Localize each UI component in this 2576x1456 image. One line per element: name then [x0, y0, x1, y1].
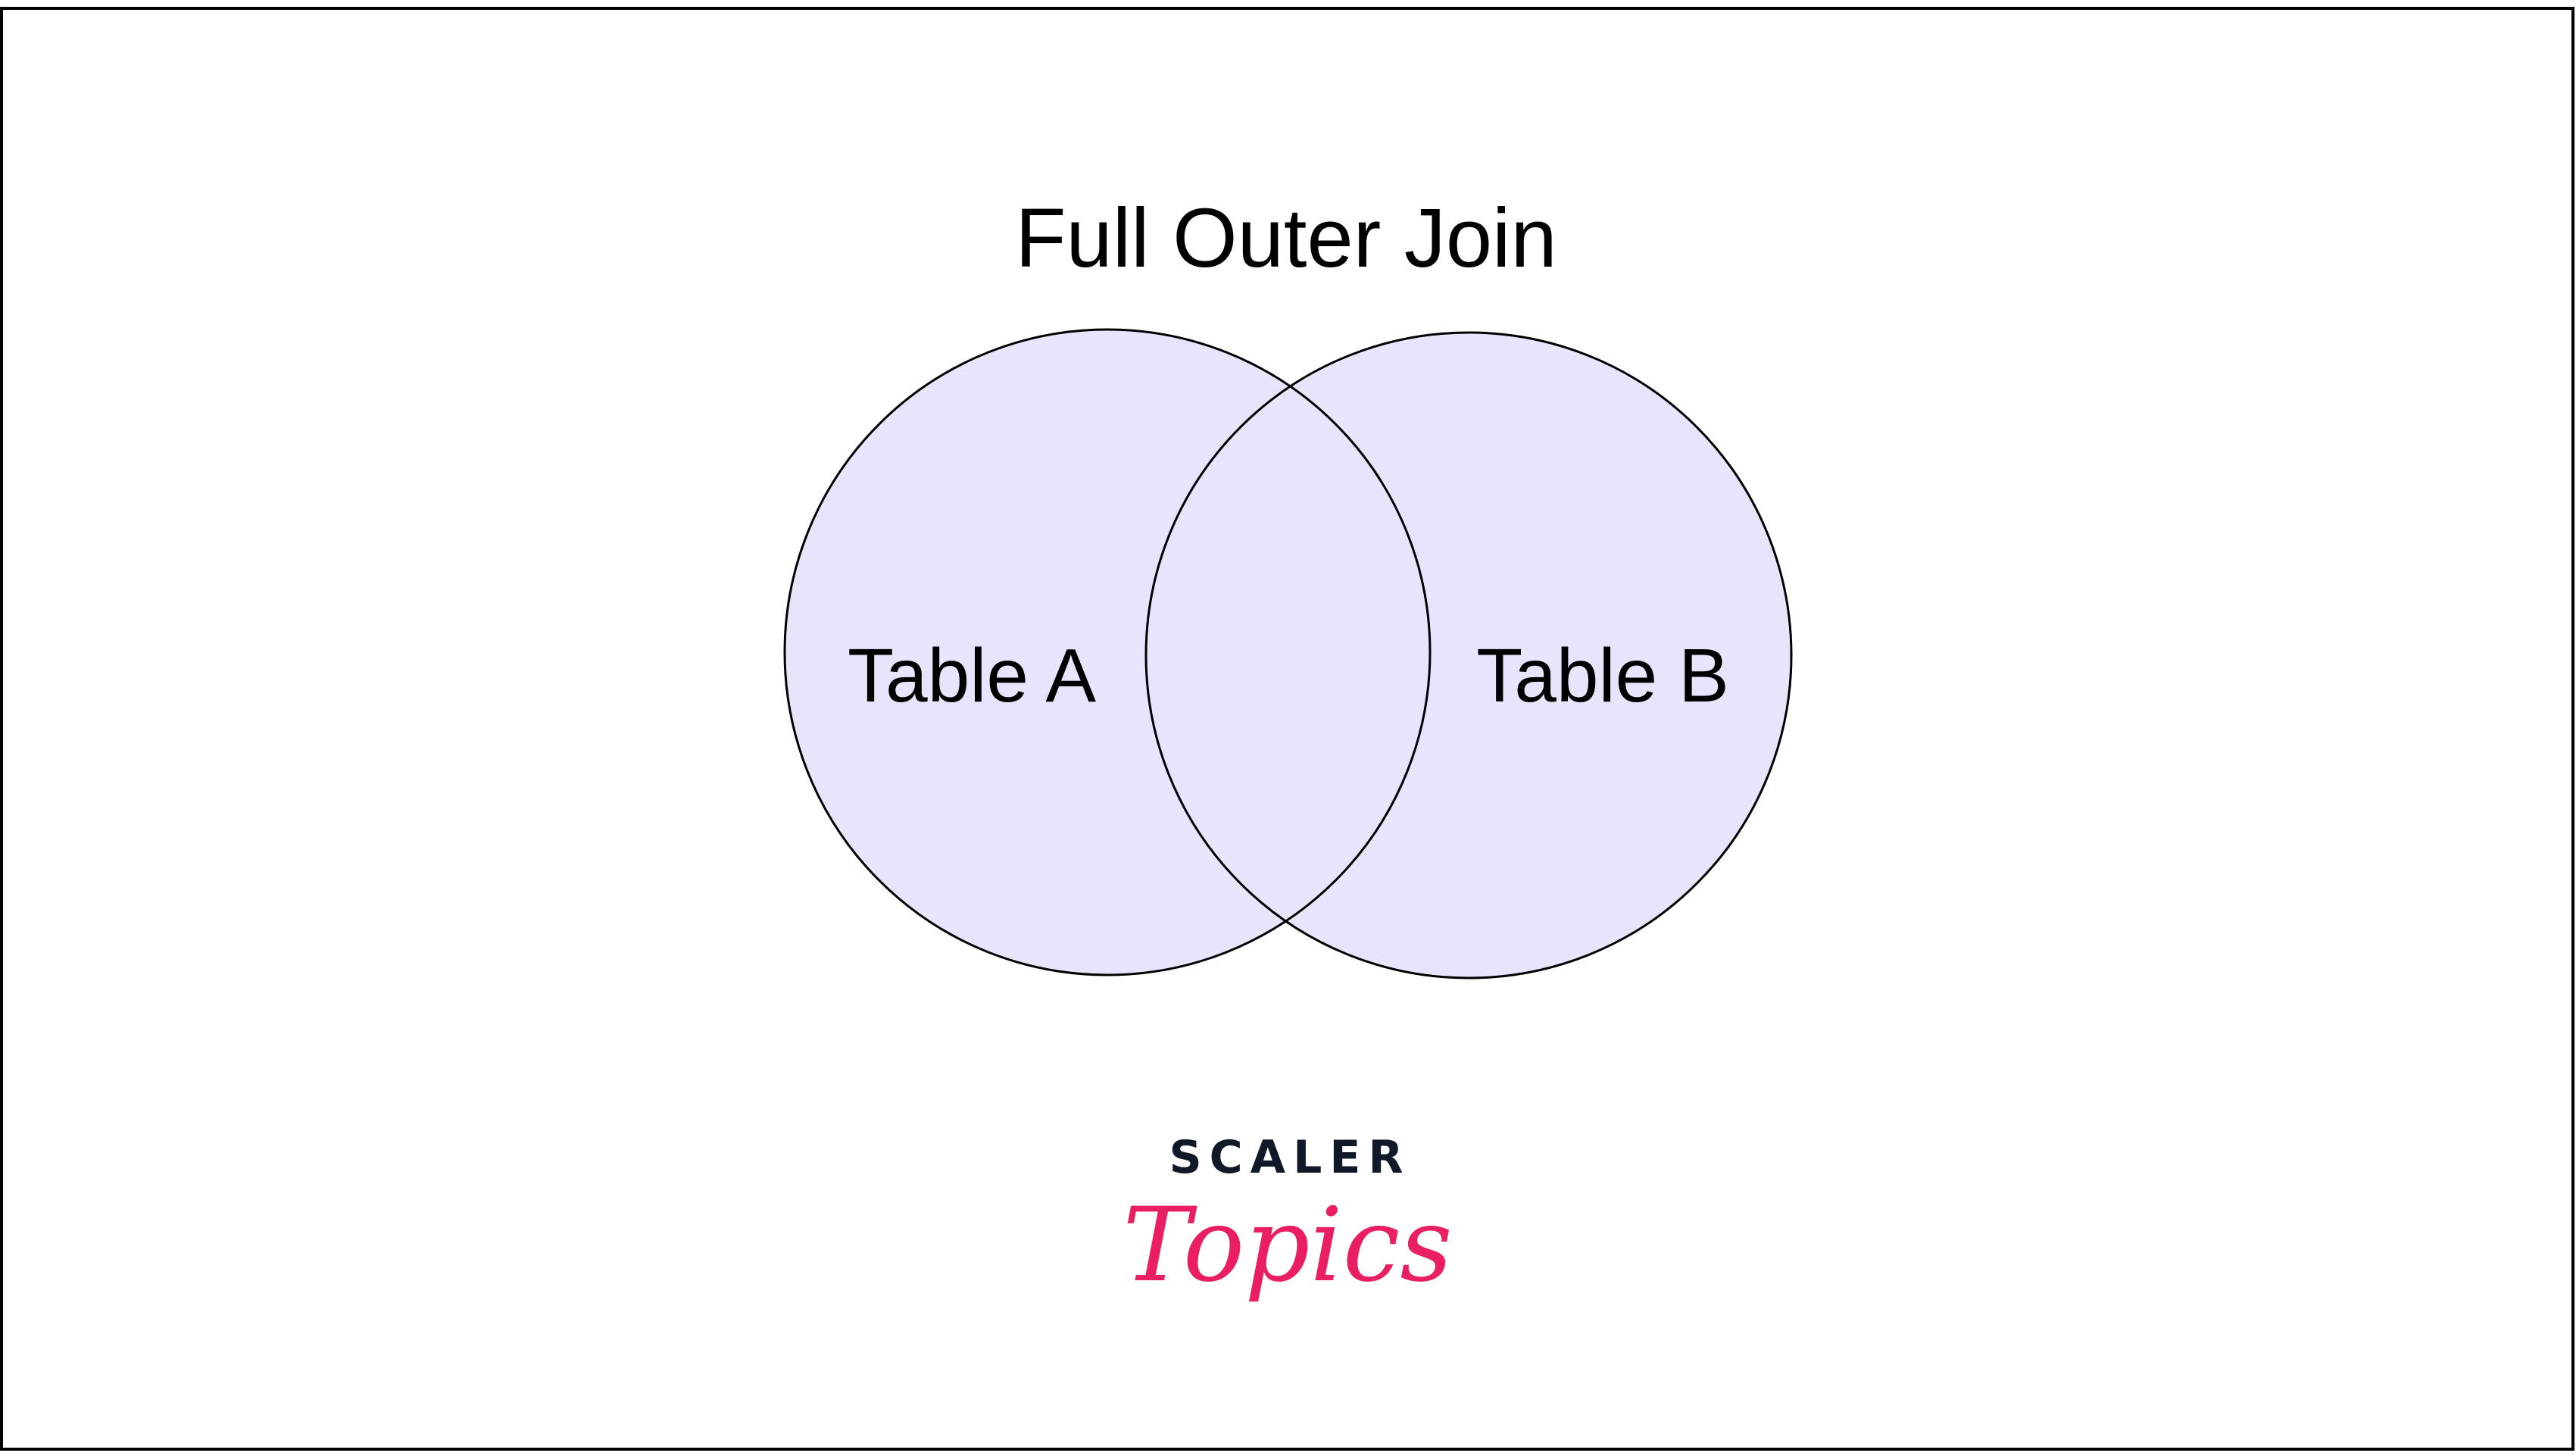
set-b-fill	[1146, 333, 1791, 978]
set-b-circle	[1144, 331, 1793, 980]
set-b-label: Table B	[1476, 633, 1729, 718]
logo-topics-text: Topics	[1123, 1186, 1452, 1304]
scaler-topics-logo: SCALER Topics	[1123, 1131, 1452, 1304]
set-a-circle	[783, 328, 1432, 976]
set-a-label: Table A	[848, 633, 1096, 718]
diagram-title: Full Outer Join	[1015, 192, 1557, 285]
logo-scaler-text: SCALER	[1169, 1131, 1410, 1184]
